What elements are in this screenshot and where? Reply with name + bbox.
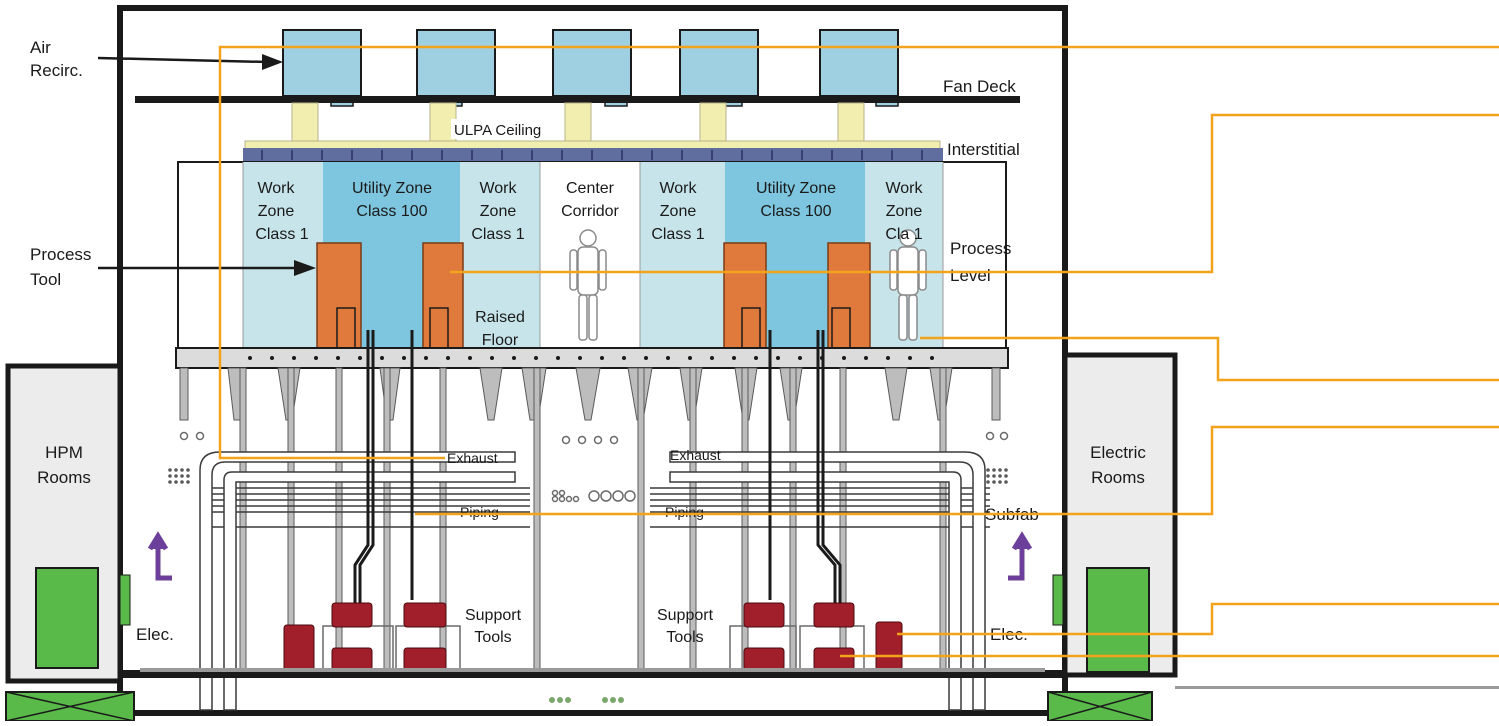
pump-tall [876,622,902,670]
work-zone-c-line2: Zone [660,203,697,220]
support-tools-left-line2: Tools [474,629,511,646]
fan-deck-label: Fan Deck [943,77,1016,96]
work-zone-d-line2: Zone [886,203,923,220]
fan-unit [283,30,361,106]
work-zone-b-line2: Zone [480,203,517,220]
fan-unit [417,30,495,106]
air-recirc-label-line2: Recirc. [30,61,83,80]
ulpa-ceiling-label: ULPA Ceiling [454,122,541,139]
fan-unit [820,30,898,106]
work-zone-d-line1: Work [885,180,923,197]
utility-zone-a-line2: Class 100 [356,203,427,220]
electric-rooms-label-line2: Rooms [1091,468,1145,487]
fan-unit [680,30,758,106]
work-zone-d-line3: Cla 1 [885,226,922,243]
utility-zone-b-line1: Utility Zone [756,180,836,197]
pump-tall [284,625,314,671]
center-corridor-line1: Center [566,180,615,197]
hpm-door [120,575,130,625]
pump [404,648,446,670]
support-tools-left-line1: Support [465,607,522,624]
raised-floor-line1: Raised [475,309,525,326]
raised-floor [176,348,1008,368]
process-level-label-line1: Process [950,239,1011,258]
pump [744,648,784,670]
air-recirc-label-line1: Air [30,38,51,57]
utility-zone-b-line2: Class 100 [760,203,831,220]
work-zone-a-line1: Work [257,180,295,197]
interstitial-label: Interstitial [947,140,1020,159]
support-tools-right-line2: Tools [666,629,703,646]
hpm-rooms-label-line2: Rooms [37,468,91,487]
electric-door [1053,575,1063,625]
work-zone-a-line2: Zone [258,203,295,220]
exhaust-left-label: Exhaust [447,450,498,466]
ulpa-ceiling-bar [243,148,943,162]
pump [744,603,784,627]
electric-rooms-label-line1: Electric [1090,443,1146,462]
center-corridor-line2: Corridor [561,203,619,220]
piping-right-label: Piping [665,504,704,520]
electric-cross-box [1048,692,1152,721]
fan-deck-line [135,96,1020,103]
pump [332,603,372,627]
work-zone-b-line3: Class 1 [471,226,524,243]
process-tool-label-line2: Tool [30,270,61,289]
work-zone-c-line3: Class 1 [651,226,704,243]
exhaust-right-label: Exhaust [670,447,721,463]
pump [814,603,854,627]
pump [814,648,854,670]
hpm-cross-box [6,692,134,721]
work-zone-a-line3: Class 1 [255,226,308,243]
hpm-green-box [36,568,98,668]
utility-zone-a-line1: Utility Zone [352,180,432,197]
process-tool [828,243,870,348]
work-zone-b-line1: Work [479,180,517,197]
process-tool-label-line1: Process [30,245,91,264]
process-tool [423,243,463,348]
hpm-rooms-label-line1: HPM [45,443,83,462]
pump [332,648,372,670]
support-tools-right-line1: Support [657,607,714,624]
process-level-label-line2: Level [950,266,991,285]
pump [404,603,446,627]
subfab-floor-gray [140,668,1045,672]
work-zone-c-line1: Work [659,180,697,197]
raised-floor-line2: Floor [482,332,519,349]
right-ground-line [1175,686,1499,689]
fan-unit [553,30,631,106]
elec-left-label: Elec. [136,625,174,644]
piping-left-label: Piping [460,504,499,520]
